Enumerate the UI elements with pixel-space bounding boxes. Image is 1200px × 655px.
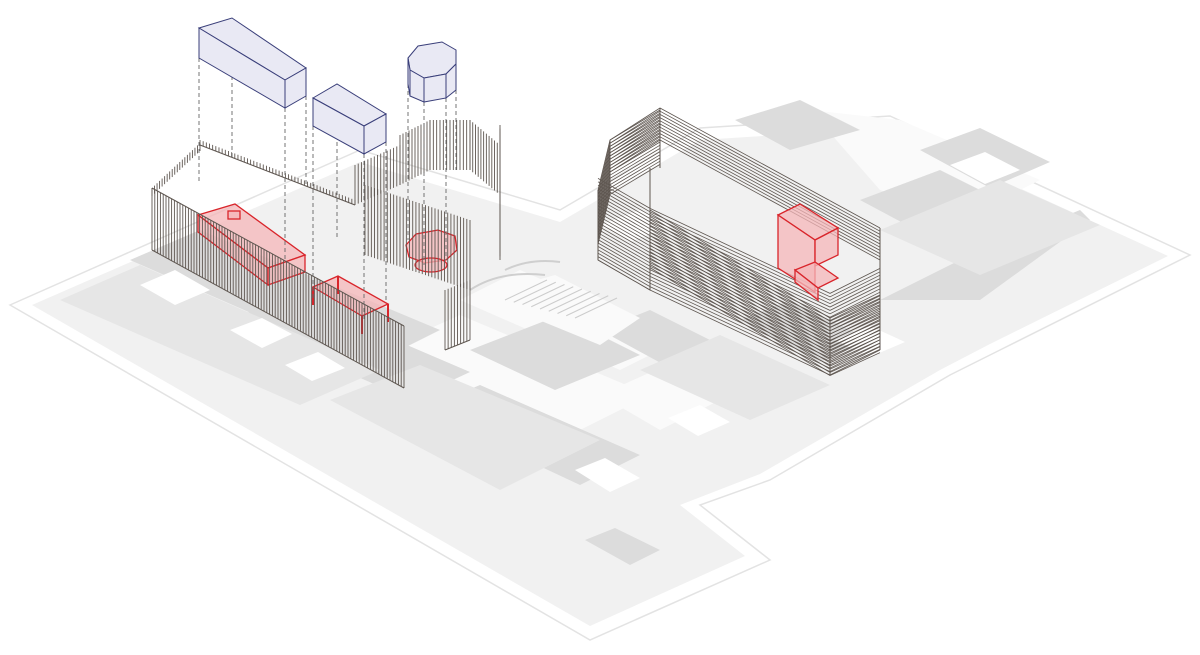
highlight-desk [776, 203, 840, 302]
partition-edge [199, 144, 356, 206]
enclosure-slat [597, 128, 661, 210]
enclosure-slat [597, 218, 881, 335]
left-screen-partition [151, 120, 501, 389]
stair-line [566, 295, 609, 317]
stair-line [539, 288, 583, 310]
enclosure-slat [597, 222, 881, 339]
stair-line [574, 297, 618, 319]
enclosure-slat [597, 249, 881, 366]
enclosure-slat [649, 267, 881, 377]
enclosure-slat [597, 112, 661, 194]
enclosure-slat [597, 135, 661, 216]
right-screen-enclosure [597, 107, 881, 377]
enclosure-slat [597, 109, 661, 191]
exploded-volume-long [197, 17, 307, 109]
enclosure-slat [597, 212, 881, 328]
enclosure-slat [597, 252, 881, 369]
enclosure-slat [597, 184, 881, 301]
enclosure-slat [597, 122, 661, 203]
enclosure-slat [597, 215, 881, 332]
stair-line [531, 286, 574, 308]
enclosure-slat [597, 164, 661, 245]
exploded-volume-octagonal [407, 41, 457, 103]
stair-line [513, 281, 556, 303]
enclosure-slat [597, 116, 661, 197]
enclosure-slat [597, 188, 881, 305]
enclosure-slat [597, 132, 661, 213]
enclosure-slat [597, 154, 661, 235]
enclosure-slat [597, 198, 881, 315]
enclosure-slat [597, 259, 881, 376]
enclosure-slat [597, 181, 881, 298]
partition-edge [444, 339, 471, 351]
exploded-volume-short [311, 83, 387, 155]
floor-plan-base [8, 100, 1192, 641]
enclosure-slat [597, 148, 661, 229]
stair-line [548, 290, 591, 312]
enclosure-slat [597, 205, 881, 322]
enclosure-slat [597, 125, 661, 207]
enclosure-slat [597, 151, 661, 232]
enclosure-slat [597, 178, 881, 294]
partition-edge [151, 249, 405, 389]
enclosure-slat [597, 144, 661, 226]
enclosure-slat [597, 208, 881, 325]
enclosure-slat [597, 195, 881, 311]
enclosure-slat [597, 157, 661, 239]
enclosure-slat [597, 138, 661, 219]
stair-line [557, 293, 600, 314]
enclosure-slat [597, 256, 881, 373]
enclosure-slat [597, 201, 881, 318]
enclosure-slat [597, 246, 881, 362]
stair-line [504, 279, 548, 301]
enclosure-slat [597, 191, 881, 308]
partition-edge [151, 187, 405, 327]
enclosure-slat [597, 160, 661, 242]
stair-line [522, 284, 565, 305]
enclosure-slat [597, 119, 661, 200]
enclosure-slat [597, 141, 661, 223]
